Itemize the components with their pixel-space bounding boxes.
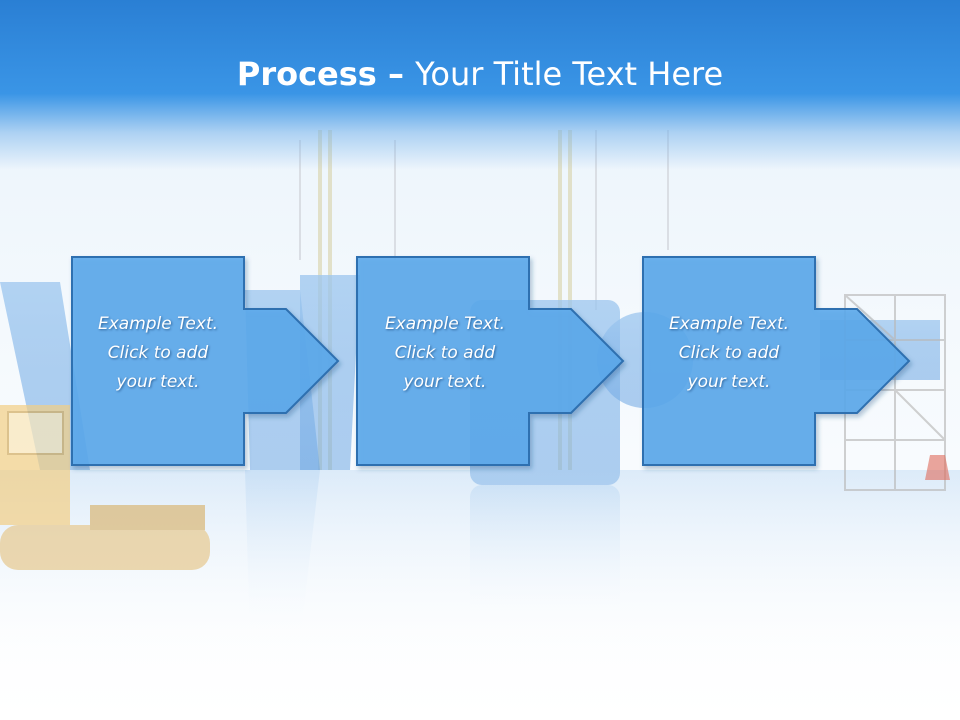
step-1-line-1: Example Text.: [97, 314, 219, 334]
step-2-line-3: your text.: [403, 372, 487, 392]
step-1-arrow-box[interactable]: [71, 256, 340, 466]
title-rest: Your Title Text Here: [415, 55, 724, 93]
title-dash: –: [376, 55, 416, 93]
step-3-line-3: your text.: [687, 372, 771, 392]
step-2-line-1: Example Text.: [384, 314, 506, 334]
step-2-text[interactable]: Example Text. Click to add your text.: [361, 310, 529, 397]
step-2-line-2: Click to add: [394, 343, 496, 363]
title-strong: Process: [236, 55, 377, 93]
step-3-line-2: Click to add: [678, 343, 780, 363]
step-3-arrow-box[interactable]: [642, 256, 911, 466]
step-1-text[interactable]: Example Text. Click to add your text.: [74, 310, 242, 397]
step-3-text[interactable]: Example Text. Click to add your text.: [645, 310, 813, 397]
slide-title[interactable]: Process – Your Title Text Here: [0, 52, 960, 96]
step-1-line-2: Click to add: [107, 343, 209, 363]
bulldozer-icon: [0, 405, 210, 570]
title-bar: [0, 0, 960, 170]
traffic-cone-icon: [925, 455, 950, 480]
step-3-line-1: Example Text.: [668, 314, 790, 334]
step-1-line-3: your text.: [116, 372, 200, 392]
step-2-arrow-box[interactable]: [356, 256, 625, 466]
